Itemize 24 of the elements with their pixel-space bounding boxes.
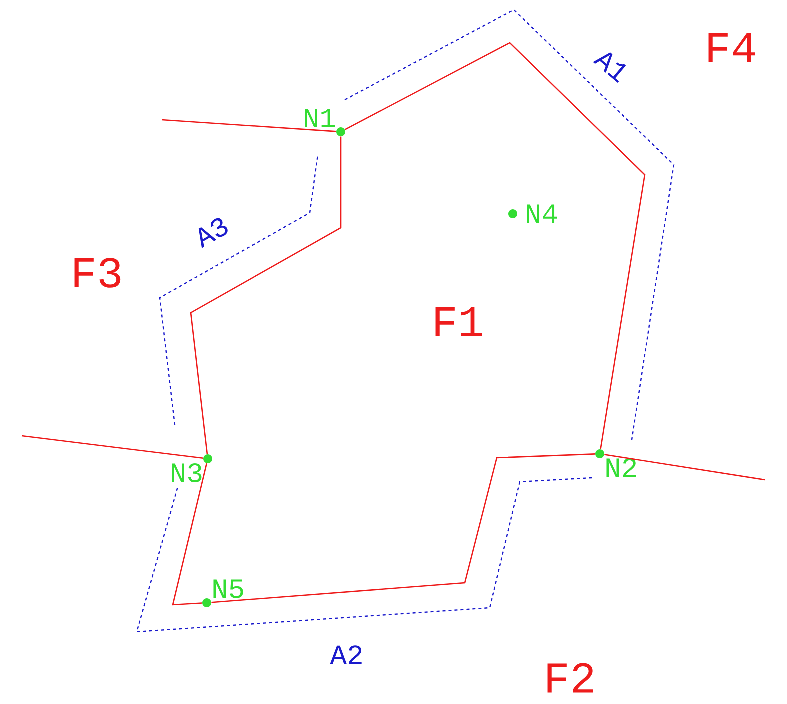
node-label: N3 <box>172 464 202 483</box>
face-label: F3 <box>74 258 121 288</box>
node-label: N5 <box>214 580 244 598</box>
node-label: N4 <box>527 204 558 224</box>
face-label: F1 <box>436 308 482 336</box>
point-node: N1 <box>305 109 346 136</box>
edge-line <box>604 454 766 481</box>
edge-line <box>190 136 342 454</box>
node-label: N1 <box>305 109 336 128</box>
arc-label: A3 <box>198 218 228 248</box>
point-node: N5 <box>202 580 244 608</box>
arc-label: A2 <box>330 646 362 664</box>
point-node: N2 <box>596 449 636 478</box>
face-label: F2 <box>548 663 594 693</box>
node-label: N2 <box>606 458 636 478</box>
point-node: N4 <box>508 204 558 224</box>
face-label: F4 <box>708 34 756 62</box>
point-node: N3 <box>172 454 212 482</box>
edge-line <box>344 42 646 450</box>
edge-line <box>172 463 208 606</box>
edge-line <box>162 119 336 132</box>
edge-line <box>212 454 596 604</box>
edge-line <box>22 435 204 460</box>
arc-label: A1 <box>593 52 626 83</box>
